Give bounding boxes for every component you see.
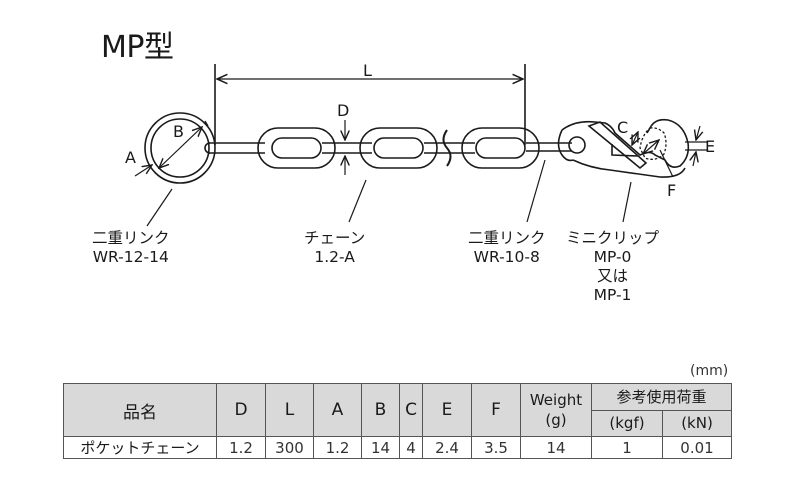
callout-double-ring-left: 二重リンク WR-12-14 xyxy=(92,229,170,267)
callout-part-name: チェーン xyxy=(304,229,366,247)
callout-part-code: MP-0 xyxy=(593,248,632,266)
spec-table: 品名 D L A B C E F Weight (g) 参考使用荷重 (kgf)… xyxy=(63,383,732,459)
callout-part-code: WR-10-8 xyxy=(473,248,540,266)
wire-segment xyxy=(322,142,372,154)
dimension-F-label: F xyxy=(667,181,676,200)
dimension-L-label: L xyxy=(363,61,372,80)
header-name: 品名 xyxy=(63,383,217,437)
cell-C: 4 xyxy=(399,436,423,459)
header-weight: Weight (g) xyxy=(520,383,592,437)
table-row: ポケットチェーン 1.2 300 1.2 14 4 2.4 3.5 14 1 0… xyxy=(63,436,732,459)
unit-note: (mm) xyxy=(690,363,729,379)
header-load-kn: (kN) xyxy=(662,409,732,437)
header-E: E xyxy=(422,383,472,437)
wire-segment xyxy=(526,142,572,152)
header-B: B xyxy=(361,383,400,437)
callout-mini-clip: ミニクリップ MP-0 又は MP-1 xyxy=(566,229,659,305)
cell-name: ポケットチェーン xyxy=(63,436,217,459)
break-mark xyxy=(442,129,452,167)
dimension-D-label: D xyxy=(337,101,349,120)
cell-B: 14 xyxy=(361,436,400,459)
header-C: C xyxy=(399,383,423,437)
callout-double-ring-right: 二重リンク WR-10-8 xyxy=(468,229,546,267)
callout-part-code: 1.2-A xyxy=(314,248,355,266)
chain-link-1 xyxy=(257,127,336,169)
cell-load-kgf: 1 xyxy=(591,436,663,459)
dimension-L xyxy=(214,64,526,145)
wire-segment xyxy=(204,142,265,154)
diagram-title: MP型 xyxy=(101,30,174,65)
dimension-C-label: C xyxy=(617,118,628,137)
double-ring-left-shape xyxy=(144,112,216,184)
dimension-E xyxy=(685,125,707,167)
callout-part-code-alt: MP-1 xyxy=(593,286,632,304)
cell-A: 1.2 xyxy=(313,436,362,459)
dimension-F-leader xyxy=(659,149,674,178)
header-A: A xyxy=(313,383,362,437)
dimension-A-arrow xyxy=(134,165,152,177)
chain-link-2 xyxy=(359,127,438,169)
header-F: F xyxy=(471,383,521,437)
mini-clip-shape xyxy=(557,118,690,178)
pocket-chain-diagram: L D A B C E F xyxy=(125,61,715,227)
header-weight-unit: (g) xyxy=(545,411,567,429)
cell-D: 1.2 xyxy=(216,436,266,459)
callout-part-code: WR-12-14 xyxy=(92,248,169,266)
leader-clip xyxy=(622,181,632,223)
cell-F: 3.5 xyxy=(471,436,521,459)
dimension-F-arrow xyxy=(643,140,659,154)
callout-part-name: ミニクリップ xyxy=(566,229,660,247)
cell-weight: 14 xyxy=(520,436,592,459)
cell-L: 300 xyxy=(265,436,314,459)
callout-part-name: 二重リンク xyxy=(92,229,170,247)
header-reference-load: 参考使用荷重 xyxy=(591,383,732,411)
header-weight-label: Weight xyxy=(529,391,583,409)
dimension-C-arrow xyxy=(632,132,638,145)
leader-chain xyxy=(348,179,367,223)
callout-chain: チェーン 1.2-A xyxy=(304,229,365,267)
dimension-A-label: A xyxy=(125,148,136,167)
callout-or: 又は xyxy=(597,267,629,285)
dimension-B-arrow xyxy=(159,127,202,168)
callout-part-name: 二重リンク xyxy=(468,229,546,247)
leader-ring-left xyxy=(146,188,173,227)
cell-load-kn: 0.01 xyxy=(662,436,732,459)
leader-ring-right xyxy=(526,159,546,223)
header-L: L xyxy=(265,383,314,437)
header-load-kgf: (kgf) xyxy=(591,409,663,437)
cell-E: 2.4 xyxy=(422,436,472,459)
header-D: D xyxy=(216,383,266,437)
dimension-E-label: E xyxy=(705,137,715,156)
chain-link-3 xyxy=(461,127,540,169)
dimension-B-label: B xyxy=(173,122,184,141)
